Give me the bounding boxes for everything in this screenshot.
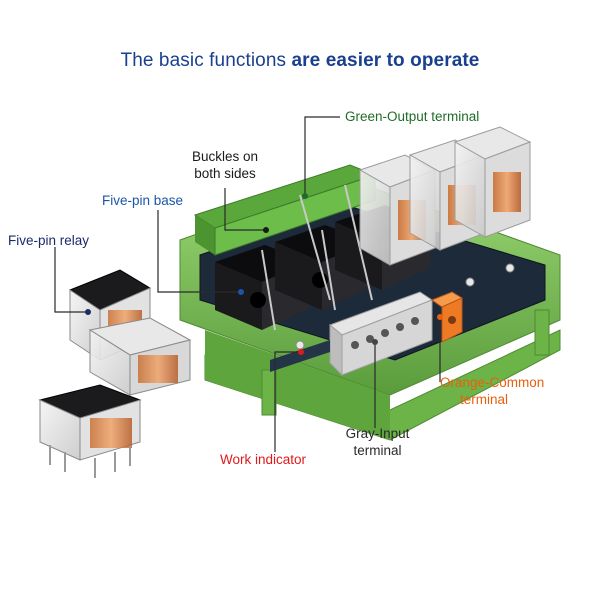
headline-light: The basic functions (120, 50, 292, 71)
label-orange-common-line2: terminal (460, 392, 509, 407)
gray-input-terminals (329, 291, 434, 377)
label-buckles: Buckles on both sides (185, 148, 265, 182)
headline-bold: are easier to operate (291, 50, 480, 71)
buckle-wires (261, 184, 373, 331)
label-five-pin-relay: Five-pin relay (8, 233, 90, 248)
label-work-indicator: Work indicator (220, 452, 307, 467)
callout-leaders (54, 116, 443, 452)
label-gray-input: Gray-Input terminal (330, 425, 425, 459)
orange-common-terminal (430, 291, 464, 343)
label-orange-common: Orange-Common terminal (440, 374, 544, 408)
headline: The basic functions are easier to operat… (0, 50, 600, 72)
label-gray-input-line1: Gray-Input (345, 426, 410, 441)
label-buckles-line2: both sides (194, 166, 256, 181)
indicator-leds (295, 263, 515, 350)
label-five-pin-base: Five-pin base (102, 193, 184, 208)
mounted-relays (358, 126, 532, 266)
din-rail-module (179, 126, 561, 441)
label-green-output: Green-Output terminal (345, 109, 480, 124)
label-gray-input-line2: terminal (353, 443, 402, 458)
loose-relays (38, 269, 192, 478)
label-buckles-line1: Buckles on (191, 149, 259, 164)
label-orange-common-line1: Orange-Common (440, 375, 545, 390)
